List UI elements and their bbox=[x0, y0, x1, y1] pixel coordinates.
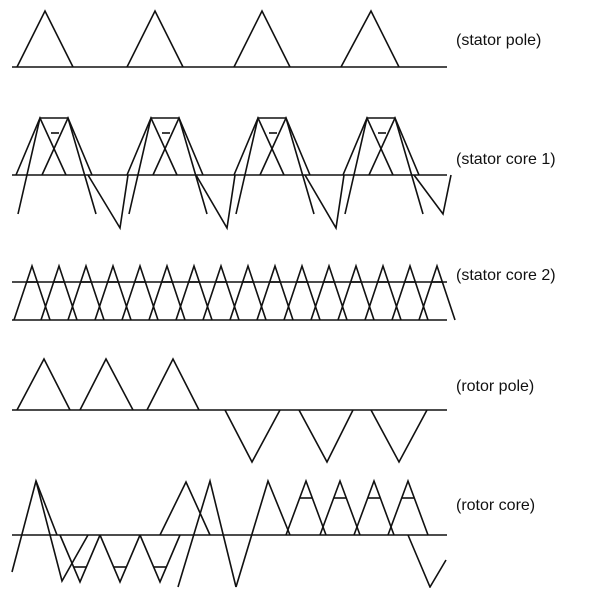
flux-pulse bbox=[353, 478, 395, 536]
label-rotor-core: (rotor core) bbox=[456, 497, 536, 514]
flux-pulse bbox=[67, 263, 105, 321]
waveform-rotor-core bbox=[11, 477, 447, 589]
resultant-flux bbox=[344, 117, 424, 215]
label-stator-core-1: (stator core 1) bbox=[456, 151, 556, 168]
flux-pulse bbox=[121, 263, 159, 321]
flux-pulse bbox=[175, 263, 213, 321]
label-rotor-pole: (rotor pole) bbox=[456, 378, 535, 395]
flux-pulse bbox=[259, 116, 311, 176]
flux-pulse bbox=[15, 116, 67, 176]
negative-pulse bbox=[99, 534, 141, 585]
resultant-flux bbox=[17, 117, 97, 215]
flux-pulse bbox=[285, 478, 327, 536]
flux-pulse bbox=[11, 478, 58, 573]
negative-dip bbox=[413, 174, 452, 216]
flux-pulse bbox=[368, 116, 420, 176]
pole-pulse bbox=[340, 9, 400, 68]
flux-pulse bbox=[13, 263, 51, 321]
flux-pulse bbox=[256, 263, 294, 321]
negative-pulse bbox=[298, 409, 354, 464]
positive-pulse bbox=[16, 357, 71, 411]
flux-pulse bbox=[40, 263, 78, 321]
flux-pulse bbox=[283, 263, 321, 321]
negative-dip bbox=[195, 174, 236, 231]
waveform-rotor-pole bbox=[12, 357, 447, 464]
flux-pulse bbox=[319, 478, 361, 536]
flux-pulse bbox=[152, 116, 204, 176]
flux-pulse bbox=[94, 263, 132, 321]
flux-pulse bbox=[337, 263, 375, 321]
pole-pulse bbox=[233, 9, 291, 68]
resultant-flux bbox=[235, 478, 291, 588]
pole-pulse bbox=[16, 9, 74, 68]
negative-pulse bbox=[139, 534, 181, 585]
label-stator-pole: (stator pole) bbox=[456, 32, 542, 49]
negative-dip bbox=[87, 174, 129, 231]
resultant-flux bbox=[177, 477, 237, 588]
flux-pulse bbox=[126, 116, 178, 176]
waveform-stator-core-1 bbox=[12, 116, 452, 231]
flux-pulse bbox=[310, 263, 348, 321]
flux-pulse bbox=[233, 116, 285, 176]
flux-pulse bbox=[229, 263, 267, 321]
flux-pulse bbox=[364, 263, 402, 321]
positive-pulse bbox=[79, 357, 134, 411]
negative-pulse bbox=[224, 409, 281, 464]
flux-pulse bbox=[202, 263, 240, 321]
label-stator-core-2: (stator core 2) bbox=[456, 267, 556, 284]
resultant-flux bbox=[235, 117, 315, 215]
waveform-stator-core-2 bbox=[12, 263, 456, 321]
flux-pulse bbox=[159, 480, 211, 536]
positive-pulse bbox=[146, 357, 200, 411]
flux-pulse bbox=[391, 263, 429, 321]
resultant-flux bbox=[128, 117, 208, 215]
pole-pulse bbox=[126, 9, 184, 68]
flux-pulse bbox=[387, 478, 429, 536]
flux-pulse bbox=[148, 263, 186, 321]
flux-pulse bbox=[41, 116, 93, 176]
flux-pulse bbox=[418, 263, 456, 321]
negative-pulse bbox=[370, 409, 428, 464]
waveform-stator-pole bbox=[12, 9, 447, 68]
negative-dip bbox=[304, 174, 345, 231]
negative-pulse bbox=[59, 534, 101, 585]
negative-dip bbox=[407, 534, 447, 589]
resultant-flux bbox=[35, 480, 89, 584]
flux-pulse bbox=[342, 116, 394, 176]
